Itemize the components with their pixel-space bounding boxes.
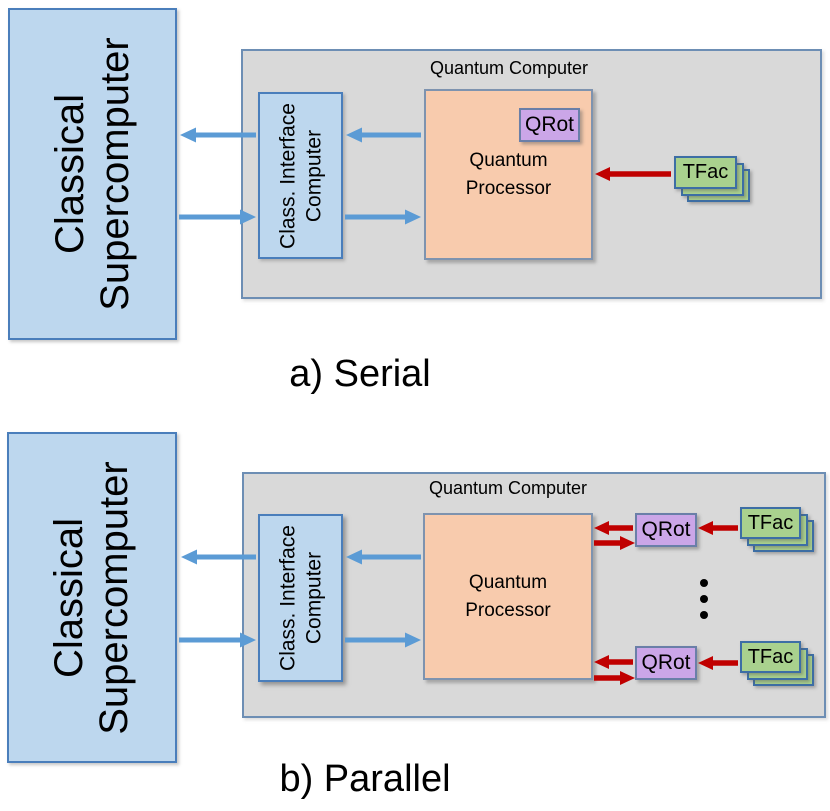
interface-computer-label: Class. Interface Computer <box>275 102 325 249</box>
interface-computer-label: Class. Interface Computer <box>275 525 325 671</box>
interface-computer-box: Class. Interface Computer <box>258 514 343 682</box>
classical-supercomputer-label: Classical Supercomputer <box>47 460 136 735</box>
quantum-processor-label: Quantum Processor <box>465 571 551 621</box>
quantum-processor-box: Quantum Processor <box>423 513 593 680</box>
tfac-box: TFac <box>740 507 801 539</box>
classical-supercomputer-box: Classical Supercomputer <box>8 8 177 340</box>
qrot-box-bottom: QRot <box>635 646 697 680</box>
qrot-label: QRot <box>524 113 574 136</box>
qrot-box-top: QRot <box>635 513 697 547</box>
tfac-stack-bottom: TFac <box>740 641 814 686</box>
tfac-box: TFac <box>674 156 737 189</box>
tfac-label: TFac <box>747 645 794 668</box>
qrot-box: QRot <box>519 108 580 142</box>
interface-computer-box: Class. Interface Computer <box>258 92 343 259</box>
vertical-dots-icon <box>700 579 708 619</box>
qrot-label: QRot <box>641 651 691 674</box>
caption-parallel: b) Parallel <box>279 758 451 800</box>
quantum-computer-label: Quantum Computer <box>429 58 589 78</box>
tfac-stack-top: TFac <box>740 507 814 552</box>
tfac-label: TFac <box>682 161 729 183</box>
dot <box>700 611 708 619</box>
quantum-processor-label: Quantum Processor <box>465 149 552 199</box>
tfac-stack: TFac <box>674 156 750 202</box>
classical-supercomputer-box: Classical Supercomputer <box>7 432 177 763</box>
tfac-label: TFac <box>747 511 794 534</box>
classical-supercomputer-label: Classical Supercomputer <box>47 37 137 311</box>
tfac-box: TFac <box>740 641 801 673</box>
dot <box>700 579 708 587</box>
caption-serial: a) Serial <box>289 353 431 395</box>
quantum-computer-label: Quantum Computer <box>428 478 588 498</box>
dot <box>700 595 708 603</box>
qrot-label: QRot <box>641 518 691 541</box>
